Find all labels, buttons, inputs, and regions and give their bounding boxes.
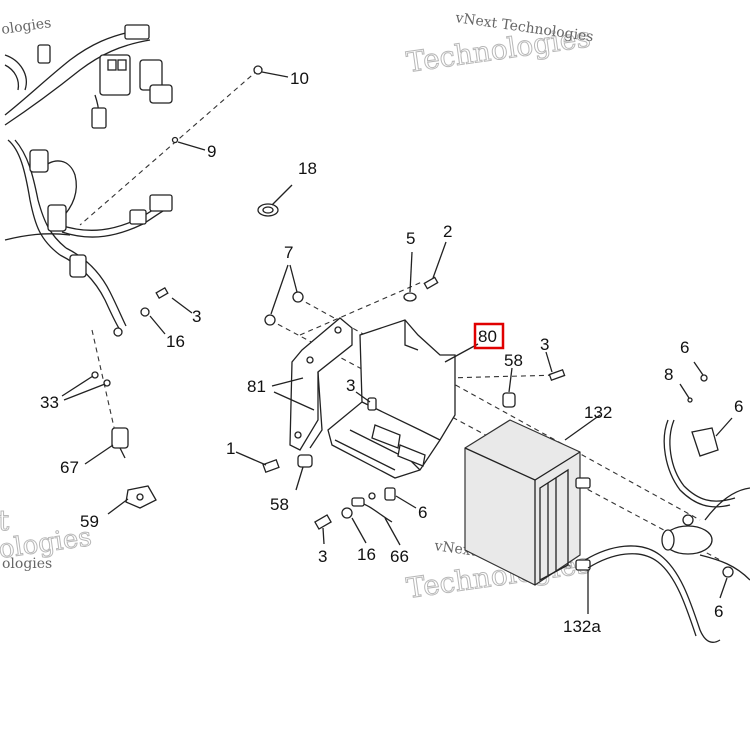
callout-3-left: 3 bbox=[192, 307, 201, 326]
callout-3-right: 3 bbox=[540, 335, 549, 354]
watermark-fragment-letter: t bbox=[0, 504, 10, 537]
callout-67: 67 bbox=[60, 458, 79, 477]
callout-1: 1 bbox=[226, 439, 235, 458]
callout-7: 7 bbox=[284, 243, 293, 262]
callout-81: 81 bbox=[247, 377, 266, 396]
callout-33: 33 bbox=[40, 393, 59, 412]
callout-6-bottom: 6 bbox=[714, 602, 723, 621]
callout-66: 66 bbox=[390, 547, 409, 566]
highlight-box-80 bbox=[473, 322, 505, 350]
callout-3-center: 3 bbox=[346, 376, 355, 395]
battery-132 bbox=[464, 419, 591, 586]
callout-132: 132 bbox=[584, 403, 612, 422]
hardware-parts bbox=[91, 65, 734, 578]
callout-8: 8 bbox=[664, 365, 673, 384]
callout-9: 9 bbox=[207, 142, 216, 161]
callout-58-lower: 58 bbox=[270, 495, 289, 514]
wiring-harness bbox=[4, 24, 173, 337]
callout-16-left: 16 bbox=[166, 332, 185, 351]
bracket-80 bbox=[327, 319, 456, 479]
callout-80: 80 bbox=[478, 327, 497, 346]
callout-132a: 132a bbox=[563, 617, 601, 636]
callout-labels: 10 9 18 7 5 2 3 16 80 58 3 6 8 6 81 3 33… bbox=[40, 69, 743, 636]
watermark-fragment-left-small: ologies bbox=[2, 556, 52, 572]
bracket-81 bbox=[289, 317, 353, 451]
callout-6-lower: 6 bbox=[418, 503, 427, 522]
callout-3-lower: 3 bbox=[318, 547, 327, 566]
callout-leaders bbox=[61, 71, 733, 614]
callout-6-top: 6 bbox=[680, 338, 689, 357]
cable-assembly bbox=[584, 419, 750, 643]
callout-59: 59 bbox=[80, 512, 99, 531]
callout-58-right: 58 bbox=[504, 351, 523, 370]
watermark-fragment-top-left: ologies bbox=[0, 15, 52, 38]
callout-10: 10 bbox=[290, 69, 309, 88]
callout-6-right: 6 bbox=[734, 397, 743, 416]
assembly-lines bbox=[79, 69, 721, 561]
callout-5: 5 bbox=[406, 229, 415, 248]
callout-2: 2 bbox=[443, 222, 452, 241]
callout-18: 18 bbox=[298, 159, 317, 178]
callout-16-lower: 16 bbox=[357, 545, 376, 564]
